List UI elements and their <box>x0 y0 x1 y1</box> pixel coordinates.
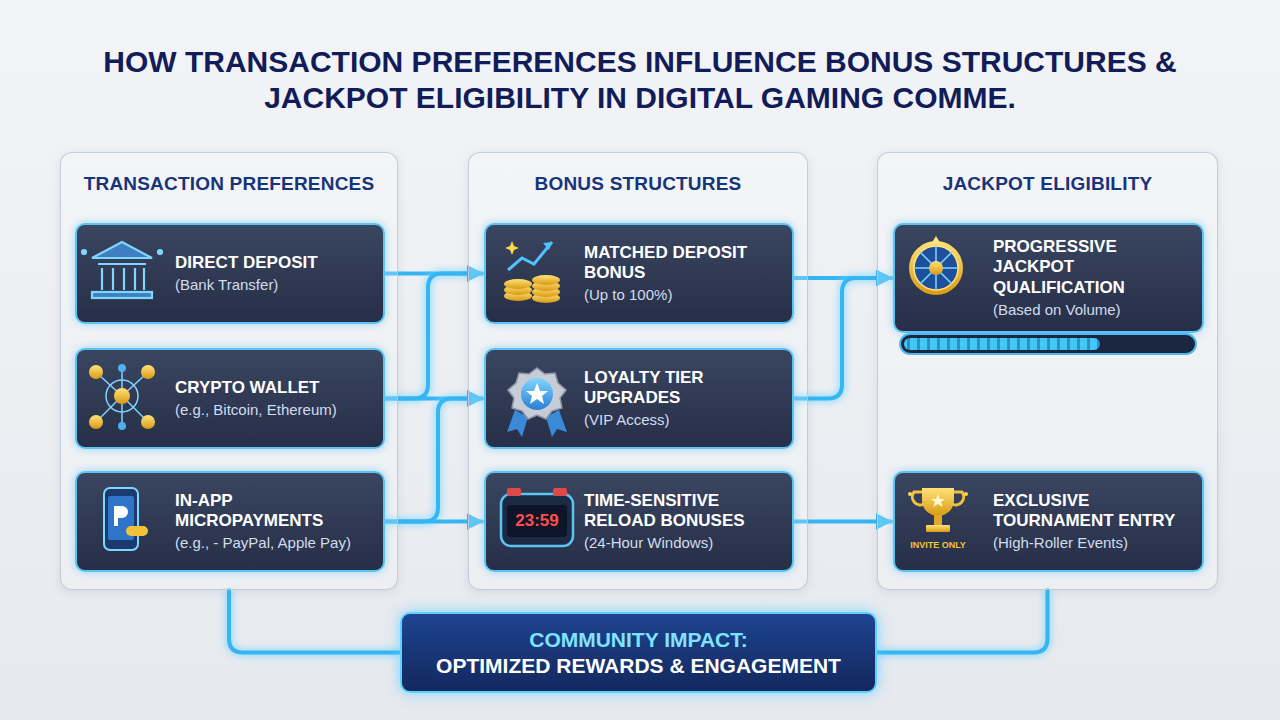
process-box: CRYPTO WALLET (e.g., Bitcoin, Ethereum) <box>75 348 385 449</box>
node-heading: TIME-SENSITIVE RELOAD BONUSES <box>584 491 784 532</box>
process-box: MATCHED DEPOSIT BONUS (Up to 100%) <box>484 223 794 324</box>
node-detail: (e.g., Bitcoin, Ethereum) <box>175 401 375 419</box>
column-panel: TRANSACTION PREFERENCES DIRECT DEPOSIT (Ba… <box>60 152 398 590</box>
node-heading: EXCLUSIVE TOURNAMENT ENTRY <box>993 491 1194 532</box>
summary-box: COMMUNITY IMPACT:OPTIMIZED REWARDS & ENG… <box>400 612 877 693</box>
process-box: DIRECT DEPOSIT (Bank Transfer) <box>75 223 385 324</box>
node-detail: (Bank Transfer) <box>175 276 375 294</box>
node-heading: MATCHED DEPOSIT BONUS <box>584 243 784 284</box>
node-heading: DIRECT DEPOSIT <box>175 253 375 273</box>
column-panel: JACKPOT ELIGIBILITY PROGRESSIVE JACKPOT Q… <box>877 152 1218 590</box>
badge-text: INVITE ONLY <box>896 540 980 550</box>
node-detail: (e.g., - PayPal, Apple Pay) <box>175 534 375 552</box>
node-heading: CRYPTO WALLET <box>175 378 375 398</box>
flow-arrow <box>229 590 400 653</box>
trophy-icon <box>908 488 968 532</box>
node-detail: (High-Roller Events) <box>993 534 1194 552</box>
node-heading: BONUS STRUCTURES <box>469 173 807 195</box>
progress-bar <box>900 334 1196 354</box>
flow-arrow <box>877 590 1048 653</box>
node-detail: (Based on Volume) <box>993 301 1194 319</box>
process-box: LOYALTY TIER UPGRADES (VIP Access) <box>484 348 794 449</box>
node-heading: IN-APP MICROPAYMENTS <box>175 491 375 532</box>
node-heading: COMMUNITY IMPACT: <box>529 627 748 652</box>
coins-chart-icon <box>504 241 560 303</box>
process-box: IN-APP MICROPAYMENTS (e.g., - PayPal, App… <box>75 471 385 572</box>
process-box: PROGRESSIVE JACKPOT QUALIFICATION (Based … <box>893 223 1204 333</box>
bank-icon <box>82 242 162 298</box>
connector-glow <box>877 590 1048 653</box>
clock-icon <box>501 488 573 546</box>
node-heading: JACKPOT ELIGIBILITY <box>878 173 1217 195</box>
process-box: EXCLUSIVE TOURNAMENT ENTRY (High-Roller E… <box>893 471 1204 572</box>
node-detail: (24-Hour Windows) <box>584 534 784 552</box>
connector-glow <box>229 590 400 653</box>
node-detail: (Up to 100%) <box>584 286 784 304</box>
node-detail: (VIP Access) <box>584 411 784 429</box>
node-detail: OPTIMIZED REWARDS & ENGAGEMENT <box>436 653 841 678</box>
crypto-network-icon <box>89 364 155 430</box>
node-heading: TRANSACTION PREFERENCES <box>61 173 397 195</box>
badge-icon <box>507 368 567 437</box>
phone-icon <box>104 488 148 550</box>
node-heading: LOYALTY TIER UPGRADES <box>584 368 784 409</box>
diagram-title: HOW TRANSACTION PREFERENCES INFLUENCE BO… <box>40 44 1240 116</box>
clock-digits: 23:59 <box>507 511 567 531</box>
node-heading: PROGRESSIVE JACKPOT QUALIFICATION <box>993 237 1194 298</box>
jackpot-wheel-icon <box>909 236 963 295</box>
